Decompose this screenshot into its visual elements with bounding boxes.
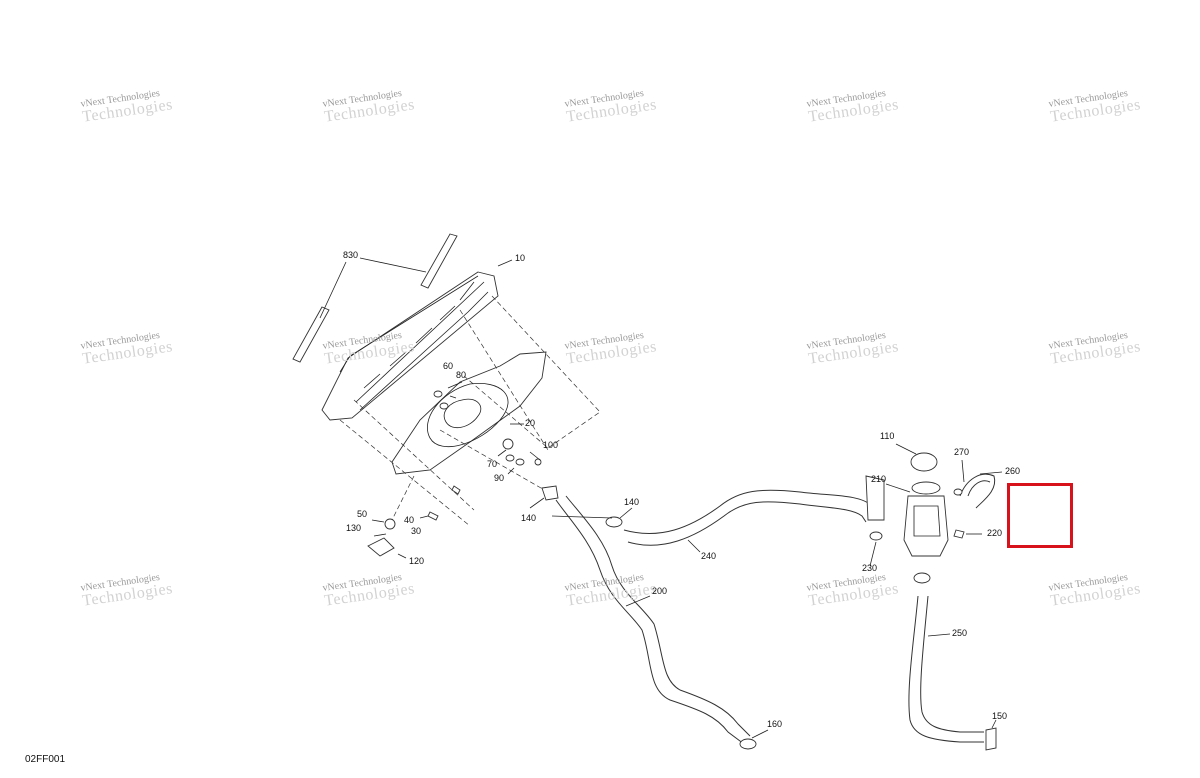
callout-150[interactable]: 150 bbox=[992, 711, 1008, 721]
part-20-fan-shroud bbox=[391, 351, 547, 475]
callout-120[interactable]: 120 bbox=[409, 556, 425, 566]
callout-70[interactable]: 70 bbox=[487, 459, 498, 469]
callout-10[interactable]: 10 bbox=[515, 253, 526, 263]
part-240-hose bbox=[551, 475, 885, 553]
hardware-fasteners bbox=[367, 381, 542, 559]
callout-90[interactable]: 90 bbox=[494, 473, 505, 483]
callout-50[interactable]: 50 bbox=[357, 509, 368, 519]
part-210-reservoir bbox=[869, 443, 982, 584]
callout-20[interactable]: 20 bbox=[525, 418, 536, 428]
callout-160[interactable]: 160 bbox=[767, 719, 783, 729]
callout-140[interactable]: 140 bbox=[624, 497, 640, 507]
callout-830[interactable]: 830 bbox=[343, 250, 359, 260]
callout-30[interactable]: 30 bbox=[411, 526, 422, 536]
part-830-strip-upper bbox=[420, 233, 458, 289]
callout-80[interactable]: 80 bbox=[456, 370, 467, 380]
callout-250[interactable]: 250 bbox=[952, 628, 968, 638]
callout-270[interactable]: 270 bbox=[954, 447, 970, 457]
callout-130[interactable]: 130 bbox=[346, 523, 362, 533]
part-250-hose bbox=[908, 595, 997, 751]
callout-220[interactable]: 220 bbox=[987, 528, 1003, 538]
part-830-strip-lower bbox=[292, 306, 330, 363]
callout-200[interactable]: 200 bbox=[652, 586, 668, 596]
callout-60[interactable]: 60 bbox=[443, 361, 454, 371]
callout-240[interactable]: 240 bbox=[701, 551, 717, 561]
part-200-hose bbox=[529, 485, 769, 750]
callout-40[interactable]: 40 bbox=[404, 515, 415, 525]
callout-230[interactable]: 230 bbox=[862, 563, 878, 573]
highlight-box bbox=[1007, 483, 1073, 548]
callout-110[interactable]: 110 bbox=[880, 431, 895, 441]
callout-140[interactable]: 140 bbox=[521, 513, 537, 523]
callout-210[interactable]: 210 bbox=[871, 474, 887, 484]
part-10-radiator bbox=[321, 259, 513, 421]
callout-260[interactable]: 260 bbox=[1005, 466, 1021, 476]
figure-id: 02FF001 bbox=[25, 754, 66, 765]
part-260-small-hose bbox=[953, 459, 1003, 509]
callout-100[interactable]: 100 bbox=[543, 440, 559, 450]
